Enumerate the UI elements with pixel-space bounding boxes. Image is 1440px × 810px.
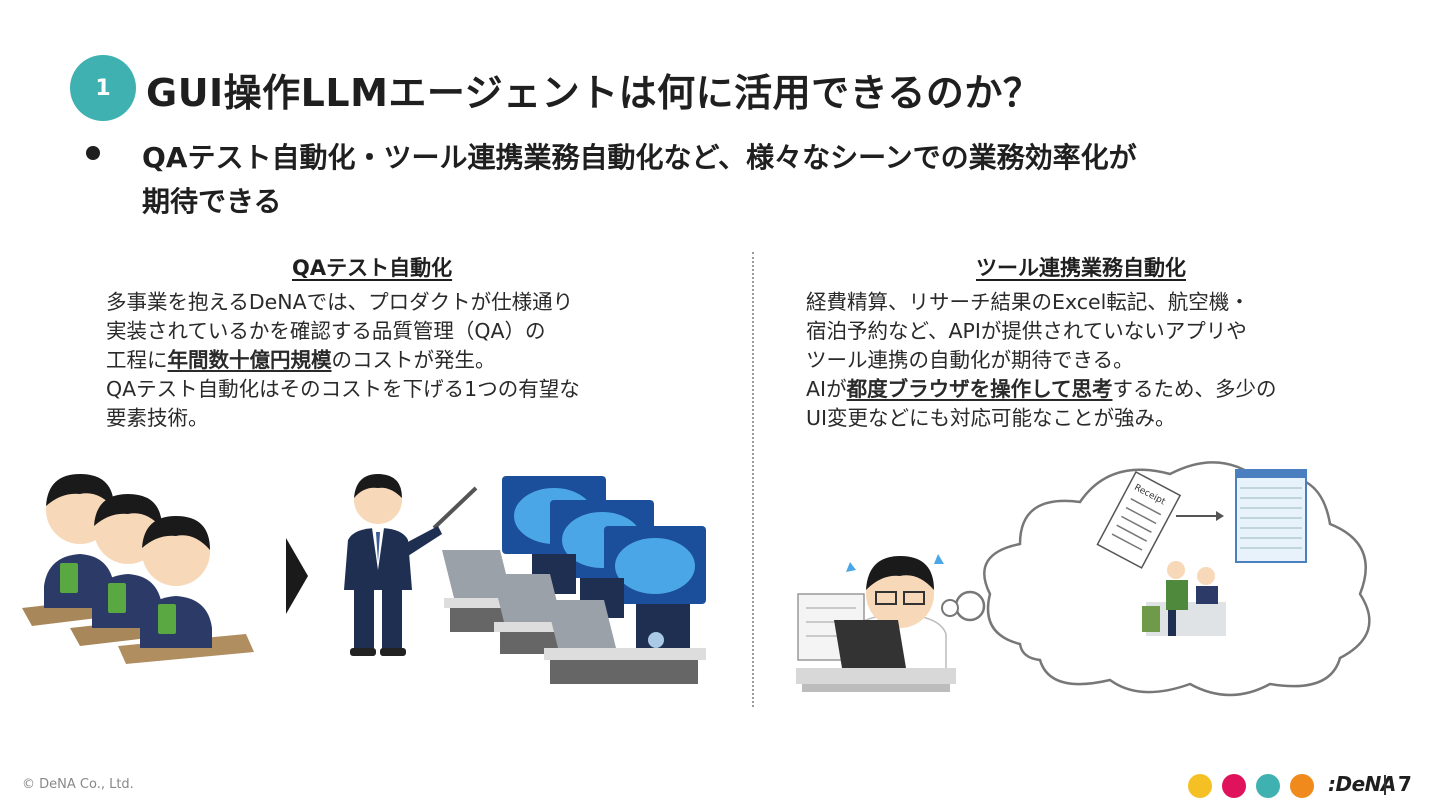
left-l3-pre: 工程に bbox=[106, 348, 168, 372]
bullet-text: QAテスト自動化・ツール連携業務自動化など、様々なシーンでの業務効率化が 期待で… bbox=[142, 136, 1322, 224]
right-heading: ツール連携業務自動化 bbox=[976, 256, 1186, 280]
left-body-line-2: 実装されているかを確認する品質管理（QA）の bbox=[106, 319, 546, 343]
right-body: 経費精算、リサーチ結果のExcel転記、航空機・ 宿泊予約など、APIが提供され… bbox=[806, 288, 1276, 433]
office-worker-thinking-illustration: Receipt bbox=[796, 461, 1371, 697]
bullet-line-1: QAテスト自動化・ツール連携業務自動化など、様々なシーンでの業務効率化が bbox=[142, 141, 1137, 174]
left-l3-post: のコストが発生。 bbox=[331, 348, 496, 372]
right-l4-pre: AIが bbox=[806, 377, 847, 401]
brand-dots bbox=[1188, 774, 1314, 798]
slide-title: GUI操作LLMエージェントは何に活用できるのか？ bbox=[146, 71, 1042, 115]
right-body-line-1: 経費精算、リサーチ結果のExcel転記、航空機・ bbox=[806, 290, 1250, 314]
page-number: 7 bbox=[1398, 772, 1412, 796]
left-body-line-4: QAテスト自動化はそのコストを下げる1つの有望な bbox=[106, 377, 580, 401]
left-body-line-3: 工程に年間数十億円規模のコストが発生。 bbox=[106, 346, 580, 375]
right-l4-post: するため、多少の bbox=[1112, 377, 1277, 401]
bullet-line-2: 期待できる bbox=[142, 185, 282, 218]
right-body-line-4: AIが都度ブラウザを操作して思考するため、多少の bbox=[806, 375, 1276, 404]
left-body: 多事業を抱えるDeNAでは、プロダクトが仕様通り 実装されているかを確認する品質… bbox=[106, 288, 580, 433]
copyright: © DeNA Co., Ltd. bbox=[22, 777, 134, 792]
brand-dot-orange bbox=[1290, 774, 1314, 798]
right-l4-emphasis: 都度ブラウザを操作して思考 bbox=[846, 377, 1113, 401]
left-heading: QAテスト自動化 bbox=[292, 256, 453, 280]
left-l3-emphasis: 年間数十億円規模 bbox=[167, 348, 332, 372]
right-body-line-2: 宿泊予約など、APIが提供されていないアプリや bbox=[806, 319, 1247, 343]
arrow-right-icon bbox=[286, 538, 308, 614]
left-body-line-5: 要素技術。 bbox=[106, 406, 209, 430]
bullet-icon bbox=[86, 146, 100, 160]
right-body-line-3: ツール連携の自動化が期待できる。 bbox=[806, 348, 1134, 372]
footer-separator bbox=[1384, 775, 1386, 795]
column-divider bbox=[752, 252, 754, 707]
students-phones-illustration bbox=[22, 474, 254, 664]
left-body-line-1: 多事業を抱えるDeNAでは、プロダクトが仕様通り bbox=[106, 290, 574, 314]
brand-dot-magenta bbox=[1222, 774, 1246, 798]
section-number-badge: 1 bbox=[70, 55, 136, 121]
ai-brain-workers-illustration bbox=[442, 476, 706, 684]
section-number: 1 bbox=[95, 75, 111, 101]
teacher-pointing-illustration bbox=[344, 474, 478, 656]
brand-dot-teal bbox=[1256, 774, 1280, 798]
brand-dot-yellow bbox=[1188, 774, 1212, 798]
right-body-line-5: UI変更などにも対応可能なことが強み。 bbox=[806, 406, 1176, 430]
